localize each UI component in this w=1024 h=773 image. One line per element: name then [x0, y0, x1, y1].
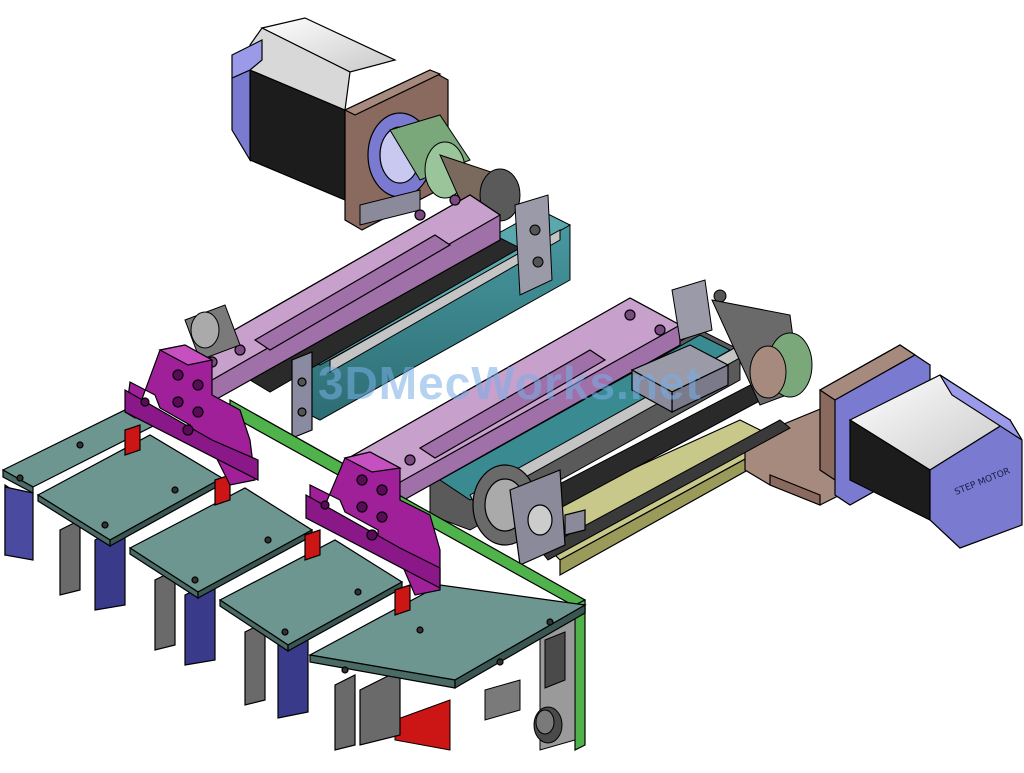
carriage-plate-left: [180, 194, 502, 439]
t-bracket-right: [305, 451, 441, 596]
lower-hardware: [394, 604, 576, 751]
carriage-plate-right: [343, 297, 730, 506]
stepper-motor-left: [231, 17, 449, 231]
tray-plate-4: [218, 529, 404, 719]
tray-plate-2: [36, 424, 224, 611]
stepper-motor-right: STEP MOTOR: [818, 344, 1023, 549]
end-bracket-right: [671, 279, 813, 406]
linear-rail-left: [249, 189, 572, 421]
t-bracket-left: [124, 344, 259, 486]
tray-plate-5: [308, 584, 587, 751]
tray-plate-3: [128, 474, 314, 666]
idler-pulley-left: [184, 304, 241, 361]
drive-pulley-right: [472, 464, 586, 566]
